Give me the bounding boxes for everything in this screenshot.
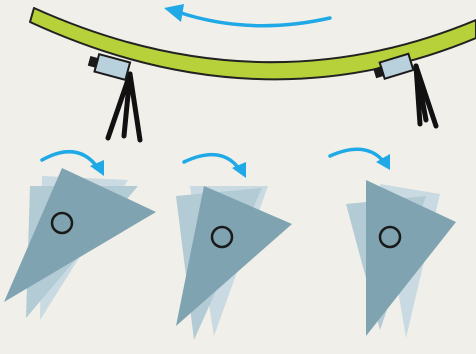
stage-2-triangle	[176, 186, 292, 326]
stage-3-rotation-arrow-icon	[328, 147, 390, 170]
rail-rotation-arrow-icon	[164, 4, 332, 28]
stage-3-triangle	[366, 180, 456, 336]
rotation-stage-3	[328, 147, 456, 338]
stage-1-pivot-icon	[50, 211, 74, 235]
stage-1-rotation-arrow-icon	[40, 149, 104, 176]
stage-2-pivot-icon	[210, 225, 234, 249]
tripod-left	[105, 71, 143, 143]
camera-left-icon	[87, 52, 143, 143]
rotation-stage-1	[4, 149, 156, 320]
camera-right-icon	[373, 52, 439, 129]
stage-3-pivot-icon	[378, 225, 402, 249]
stage-1-triangle	[4, 168, 156, 302]
rotation-stage-2	[176, 152, 292, 340]
tripod-right	[413, 63, 439, 129]
stage-2-rotation-arrow-icon	[182, 152, 246, 178]
curved-rail	[29, 7, 476, 81]
